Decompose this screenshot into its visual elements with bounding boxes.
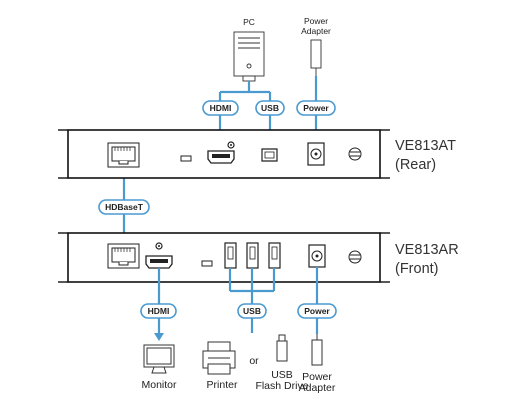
pc-label: PC [243, 17, 255, 27]
usb-top-pill: USB [255, 100, 285, 116]
power-adapter-top-label-line1: Power [304, 16, 328, 26]
power-adapter-bottom-label-line2: Adapter [299, 382, 336, 394]
mini-usb-port-rx [201, 260, 213, 267]
svg-text:HDBaseT: HDBaseT [105, 202, 144, 212]
svg-text:HDMI: HDMI [210, 103, 232, 113]
power-adapter-top-label-line2: Adapter [301, 26, 331, 36]
printer-icon [202, 341, 236, 375]
power-adapter-bottom-label-line1: Power [302, 371, 332, 383]
hdmi-port-rx [145, 242, 173, 269]
transmitter-model-label: VE813AT [395, 138, 456, 154]
power-top-pill: Power [296, 100, 336, 116]
svg-text:Power: Power [304, 306, 330, 316]
monitor-label: Monitor [141, 379, 177, 391]
ground-screw-icon [348, 147, 362, 161]
power-bottom-pill: Power [297, 303, 337, 319]
ground-screw-icon [348, 250, 362, 264]
printer-label: Printer [207, 379, 238, 391]
bottom-arrowheads [154, 333, 164, 341]
svg-text:USB: USB [243, 306, 261, 316]
transmitter-unit [58, 129, 390, 179]
power-jack-tx [307, 142, 325, 166]
usb-flash-drive-icon [276, 334, 288, 362]
receiver-side-label: (Front) [395, 261, 439, 277]
usb-b-port-tx [261, 148, 278, 162]
flash-drive-label-line1: USB [271, 369, 293, 381]
mini-usb-port-tx [180, 155, 192, 162]
hdbaset-pill: HDBaseT [98, 199, 150, 215]
hdmi-port-tx [207, 141, 235, 164]
svg-text:USB: USB [261, 103, 279, 113]
or-label: or [249, 355, 259, 367]
hdmi-top-pill: HDMI [202, 100, 239, 116]
power-adapter-top-icon [310, 39, 322, 76]
svg-text:Power: Power [303, 103, 329, 113]
power-adapter-bottom-icon [311, 334, 323, 366]
flash-drive-label-line2: Flash Drive [255, 380, 308, 392]
rj45-port-rx [107, 243, 140, 269]
usb-bottom-pill: USB [237, 303, 267, 319]
usb-a-ports-rx [224, 242, 281, 269]
receiver-model-label: VE813AR [395, 242, 459, 258]
hdmi-bottom-pill: HDMI [140, 303, 177, 319]
receiver-unit [58, 232, 390, 283]
power-jack-rx [308, 244, 326, 268]
rj45-port-tx [107, 142, 140, 168]
monitor-icon [143, 344, 175, 374]
transmitter-side-label: (Rear) [395, 157, 436, 173]
svg-text:HDMI: HDMI [148, 306, 170, 316]
pc-tower-icon [233, 31, 265, 82]
